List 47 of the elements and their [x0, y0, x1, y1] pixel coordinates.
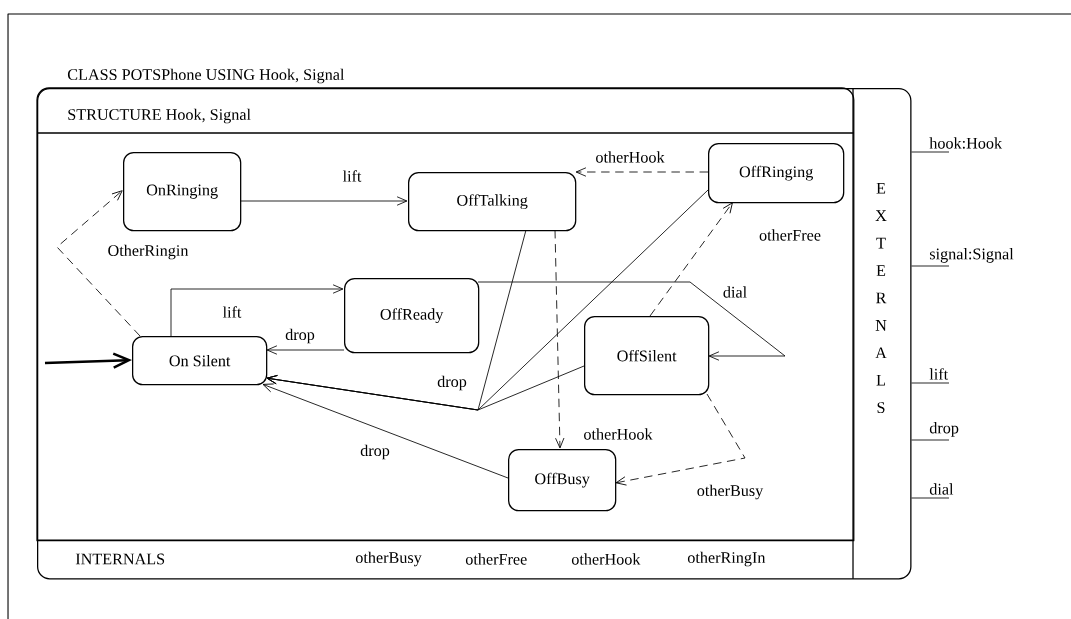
state-box: On Silent	[132, 336, 268, 386]
edge-label: otherFree	[757, 227, 823, 243]
state-box: OffRinging	[708, 143, 845, 204]
arrow	[44, 352, 132, 369]
edge-label: drop	[283, 327, 317, 345]
arrow	[615, 393, 746, 486]
port-label: lift	[929, 368, 949, 380]
class-heading: CLASS POTSPhone USING Hook, Signal	[67, 68, 345, 84]
edge-label: lift	[221, 304, 243, 320]
leader-line	[911, 265, 950, 267]
arrow	[266, 345, 345, 355]
leader-line	[911, 439, 950, 441]
edge-label: otherHook	[582, 426, 654, 442]
edge-label: dial	[721, 284, 749, 300]
externals-compartment: E X T E R N A L S	[852, 87, 887, 580]
arrow	[649, 202, 733, 317]
leader-line	[911, 382, 950, 384]
internal-name: otherHook	[571, 553, 641, 565]
state-box: OffTalking	[408, 172, 577, 232]
edge-label: lift	[341, 168, 363, 184]
port-label: signal:Signal	[929, 248, 1014, 263]
arrow	[575, 167, 709, 177]
state-box: OffReady	[344, 278, 480, 354]
internal-name: otherRingIn	[687, 551, 766, 567]
internal-name: otherFree	[465, 553, 527, 565]
edge-label: drop	[358, 443, 392, 461]
state-box: OnRinging	[123, 152, 242, 232]
port-label: dial	[929, 483, 954, 495]
leader-line	[911, 151, 950, 153]
arrow	[477, 281, 786, 361]
edge-label: drop	[435, 374, 469, 392]
arrow	[262, 383, 509, 479]
internal-name: otherBusy	[355, 551, 422, 567]
state-box: OffSilent	[584, 316, 710, 396]
port-label: drop	[929, 422, 959, 437]
edge-label: otherBusy	[695, 483, 765, 501]
arrow	[170, 284, 344, 337]
state-box: OffBusy	[508, 449, 617, 512]
edge-label: otherHook	[594, 149, 666, 165]
arrow	[56, 190, 141, 337]
internal-name: INTERNALS	[75, 553, 165, 565]
edge-label: OtherRingin	[106, 243, 190, 261]
arrow	[554, 229, 565, 449]
arrow	[239, 196, 408, 206]
arrow	[266, 365, 585, 411]
port-label: hook:Hook	[929, 137, 1003, 149]
leader-line	[911, 497, 950, 499]
